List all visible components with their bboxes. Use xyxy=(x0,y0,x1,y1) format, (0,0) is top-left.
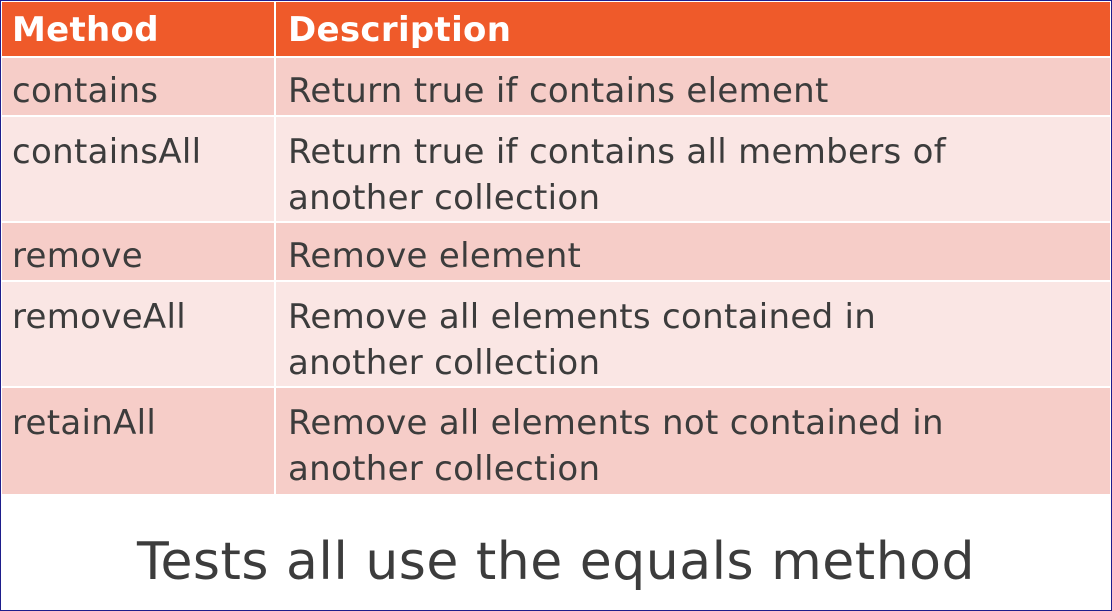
table-row: removeAll Remove all elements contained … xyxy=(2,282,1110,388)
table-header-row: Method Description xyxy=(2,2,1110,58)
description-cell: Return true if contains element xyxy=(288,71,829,111)
method-cell: remove xyxy=(2,223,276,280)
table-row: retainAll Remove all elements not contai… xyxy=(2,388,1110,494)
methods-table: Method Description contains Return true … xyxy=(2,2,1110,494)
description-cell: Remove all elements not contained in ano… xyxy=(276,388,1110,494)
description-cell: Remove all elements contained in another… xyxy=(276,282,1110,386)
description-line-1: Remove all elements not contained in xyxy=(288,403,944,443)
description-line-2: another collection xyxy=(288,178,601,218)
method-cell: retainAll xyxy=(2,388,276,494)
description-line-2: another collection xyxy=(288,449,601,489)
footer: Tests all use the equals method xyxy=(1,491,1111,610)
method-cell: containsAll xyxy=(2,117,276,221)
description-line-1: Remove all elements contained in xyxy=(288,297,877,337)
description-line-1: Return true if contains all members of xyxy=(288,132,947,172)
header-method: Method xyxy=(2,2,276,56)
description-line-2: another collection xyxy=(288,343,601,383)
table-row: remove Remove element xyxy=(2,223,1110,282)
description-cell: Remove element xyxy=(288,236,582,276)
method-cell: contains xyxy=(2,58,276,115)
table-row: contains Return true if contains element xyxy=(2,58,1110,117)
description-cell: Return true if contains all members of a… xyxy=(276,117,1110,221)
footer-note: Tests all use the equals method xyxy=(137,531,975,592)
table-row: containsAll Return true if contains all … xyxy=(2,117,1110,223)
header-description: Description xyxy=(288,10,512,50)
method-cell: removeAll xyxy=(2,282,276,386)
